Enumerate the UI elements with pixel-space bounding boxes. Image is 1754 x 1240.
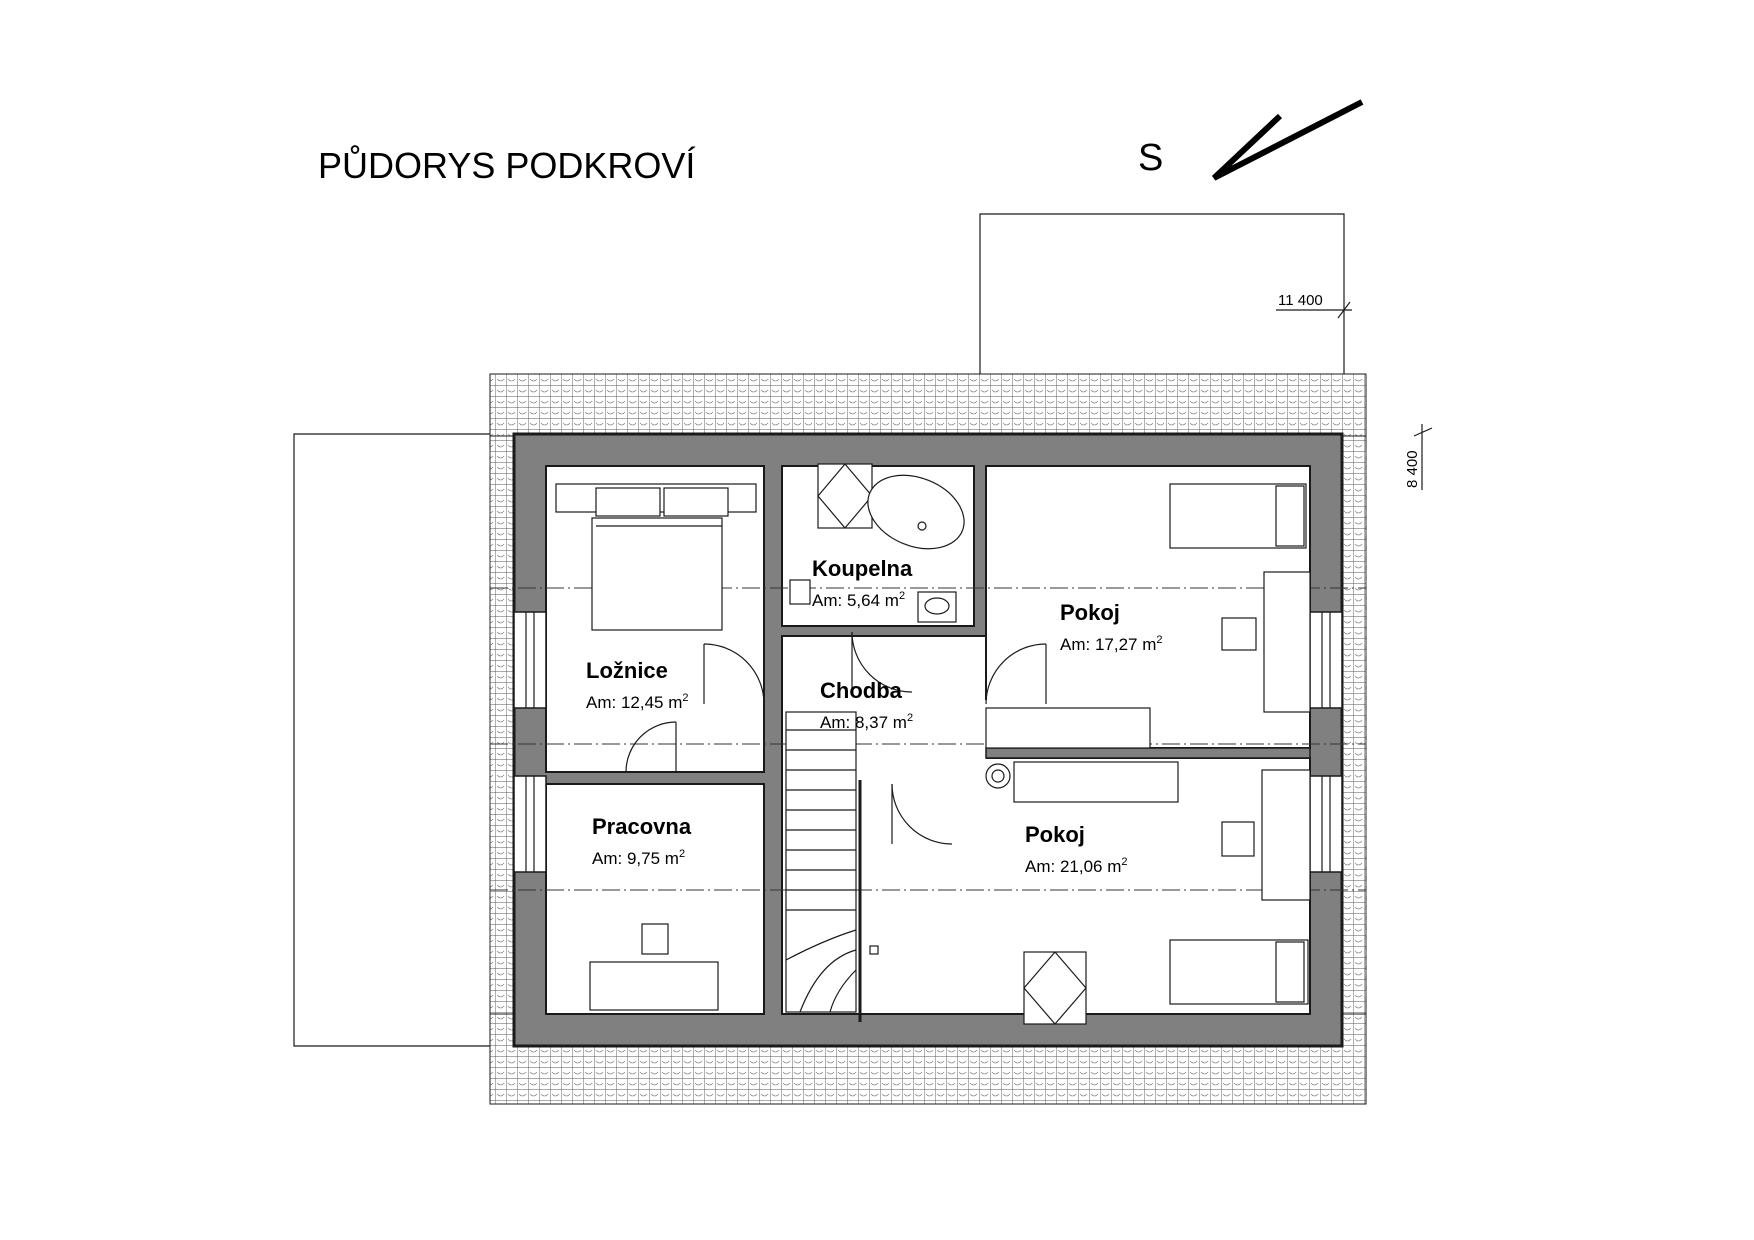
pokoj-2-furniture	[869, 761, 1311, 1025]
room-label-pokoj-1: Pokoj Am: 17,27 m2	[1060, 600, 1163, 654]
svg-text:Pokoj: Pokoj	[1060, 600, 1120, 625]
room-label-pracovna: Pracovna Am: 9,75 m2	[592, 814, 692, 868]
room-label-koupelna: Koupelna Am: 5,64 m2	[812, 556, 913, 610]
dimension-right-label: 8 400	[1404, 450, 1421, 488]
svg-text:Am: 5,64 m2: Am: 5,64 m2	[812, 590, 905, 610]
dimension-top: 11 400	[1276, 292, 1352, 319]
double-bed	[555, 483, 757, 631]
north-arrow-icon	[1211, 99, 1364, 181]
top-balcony	[979, 213, 1345, 374]
svg-text:Koupelna: Koupelna	[812, 556, 913, 581]
room-label-pokoj-2: Pokoj Am: 21,06 m2	[1025, 822, 1128, 876]
plan-title: PŮDORYS PODKROVÍ	[318, 144, 695, 186]
bathroom-fixtures	[789, 463, 965, 623]
room-label-chodba: Chodba Am: 8,37 m2	[820, 678, 913, 732]
windows	[513, 611, 1343, 873]
svg-text:Am: 17,27 m2: Am: 17,27 m2	[1060, 634, 1163, 654]
svg-text:Chodba: Chodba	[820, 678, 903, 703]
left-terrace	[293, 433, 490, 1047]
svg-text:Ložnice: Ložnice	[586, 658, 668, 683]
svg-text:Am: 21,06 m2: Am: 21,06 m2	[1025, 856, 1128, 876]
svg-text:Am: 8,37 m2: Am: 8,37 m2	[820, 712, 913, 732]
svg-text:Pracovna: Pracovna	[592, 814, 692, 839]
svg-text:Am: 12,45 m2: Am: 12,45 m2	[586, 692, 689, 712]
desk	[589, 961, 719, 1011]
north-label: S	[1138, 137, 1163, 179]
room-label-loznice: Ložnice Am: 12,45 m2	[586, 658, 689, 712]
pokoj-1-furniture	[985, 483, 1311, 749]
doors	[625, 631, 1047, 845]
dimension-top-label: 11 400	[1278, 292, 1323, 309]
svg-text:Am: 9,75 m2: Am: 9,75 m2	[592, 848, 685, 868]
staircase	[785, 711, 862, 1022]
svg-text:Pokoj: Pokoj	[1025, 822, 1085, 847]
chair	[641, 923, 669, 955]
dimension-right: 8 400	[1404, 424, 1433, 490]
